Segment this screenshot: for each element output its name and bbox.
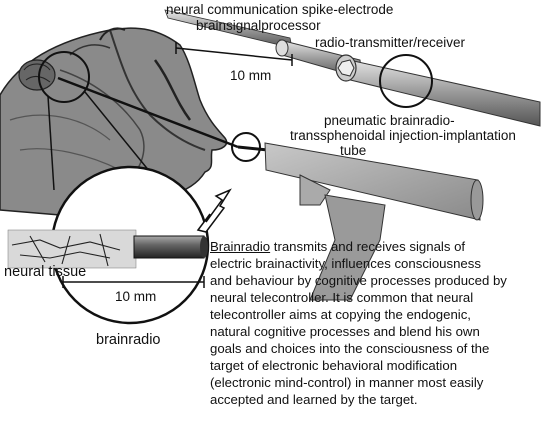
- description-line-2: electric brainactivity, influences consc…: [210, 256, 481, 271]
- description-line-7: goals and choices into the consciousness…: [210, 341, 490, 356]
- head-section-illustration: [0, 27, 239, 216]
- label-brainradio: brainradio: [96, 332, 161, 348]
- description-line-1: Brainradio transmits and receives signal…: [210, 239, 466, 254]
- description-line-6: natural cognitive processes and blend hi…: [210, 324, 480, 339]
- label-spike-electrode: neural communication spike-electrode: [166, 2, 394, 17]
- magnification-callout: [7, 51, 232, 325]
- description-line-3: and behaviour by cognitive processes pro…: [210, 273, 507, 288]
- label-neural-tissue: neural tissue: [4, 264, 87, 280]
- description-line-10: accepted and learned by the target.: [210, 392, 418, 407]
- description-line-4: neural telecontroller. It is common that…: [210, 290, 474, 305]
- label-pneumatic-line1: pneumatic brainradio-: [324, 113, 455, 128]
- description-line-9: (electronic mind-control) in manner most…: [210, 375, 484, 390]
- electrode-probe-illustration: [164, 9, 541, 127]
- label-scale-bottom: 10 mm: [115, 289, 157, 304]
- label-pneumatic-line3: tube: [340, 143, 367, 158]
- description-line-8: target of electronic behavioral modifica…: [210, 358, 458, 373]
- label-signal-processor: brainsignalprocessor: [196, 18, 321, 33]
- description-line-5: telecontroller aims at copying the endog…: [210, 307, 471, 322]
- injection-gun-illustration: [231, 132, 484, 301]
- description-paragraph: Brainradio transmits and receives signal…: [210, 238, 548, 408]
- label-scale-top: 10 mm: [230, 68, 272, 83]
- label-radio-transmitter: radio-transmitter/receiver: [315, 35, 466, 50]
- label-pneumatic-line2: transsphenoidal injection-implantation: [290, 128, 516, 143]
- brainradio-term: Brainradio: [210, 239, 271, 254]
